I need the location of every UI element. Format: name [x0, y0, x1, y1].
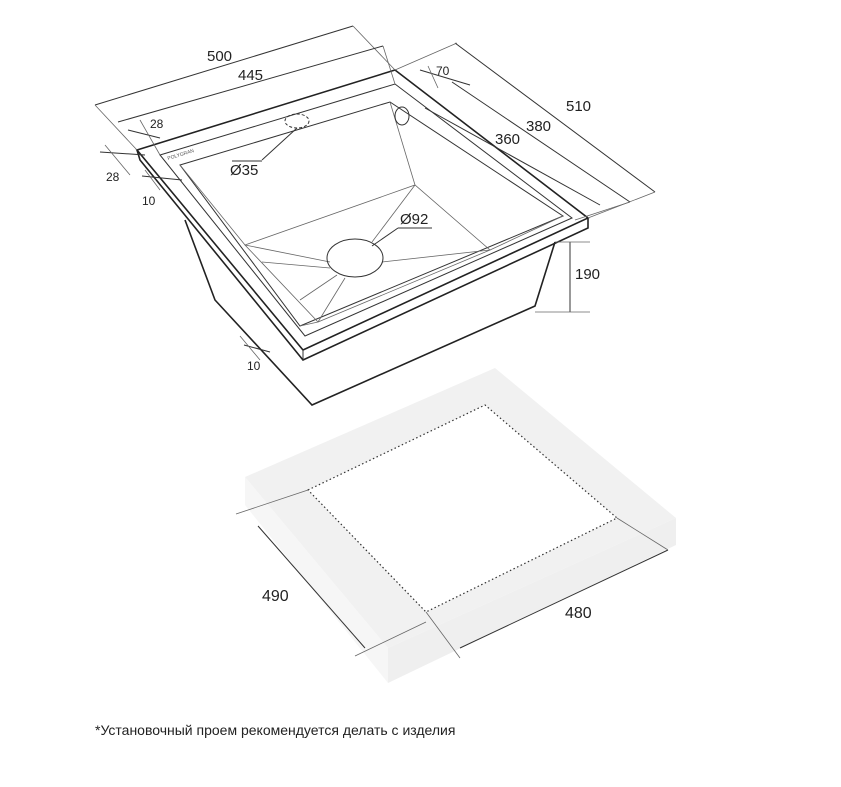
- dim-tap-offset: 70: [436, 64, 450, 78]
- dim-wall-offset: 10: [247, 359, 261, 373]
- dim-total-depth: 510: [566, 98, 591, 115]
- dim-total-width: 500: [207, 48, 232, 65]
- dim-rim-left: 28: [150, 117, 164, 131]
- tap-hole-icon: [284, 113, 310, 129]
- cutout-dimension-lines: [235, 489, 669, 659]
- sink-outline: [135, 69, 590, 406]
- dim-rim-offset: 10: [142, 194, 156, 208]
- dim-depth-380: 380: [526, 118, 551, 135]
- dim-tap-hole: Ø35: [230, 162, 258, 179]
- dim-bowl-width: 445: [238, 67, 263, 84]
- dim-depth-360: 360: [495, 131, 520, 148]
- dim-rim-front: 28: [106, 170, 120, 184]
- dim-drain-hole: Ø92: [400, 211, 428, 228]
- overflow-icon: [394, 106, 410, 126]
- drain-icon: [326, 238, 384, 278]
- cutout-slab: [245, 368, 676, 683]
- dimension-lines: [94, 25, 656, 361]
- installation-footnote: *Установочный проем рекомендуется делать…: [95, 722, 456, 738]
- brand-mark: POLYGRAN: [167, 148, 195, 162]
- dim-bowl-height: 190: [575, 266, 600, 283]
- dim-cutout-width: 480: [565, 605, 592, 622]
- dim-cutout-depth: 490: [262, 588, 289, 605]
